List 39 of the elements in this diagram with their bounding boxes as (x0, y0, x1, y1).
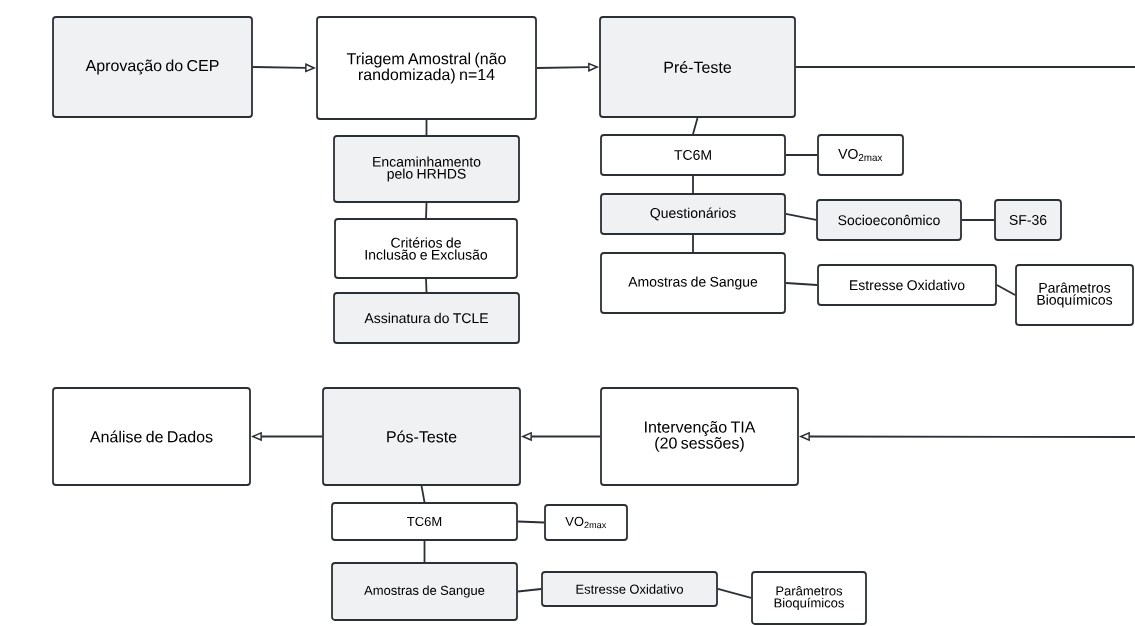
process-box: Parâmetros Bioquímicos (1015, 264, 1134, 326)
process-box: Estresse Oxidativo (817, 264, 997, 306)
process-box: SF-36 (994, 199, 1062, 241)
connector (785, 213, 817, 221)
process-box: Aprovação do CEP (52, 16, 253, 118)
connector (420, 485, 426, 503)
process-box: Socioeconômico (816, 199, 962, 241)
connector (692, 117, 699, 135)
connector (517, 520, 545, 524)
connector (425, 119, 428, 136)
process-box: Triagem Amostral (não randomizada) n=14 (316, 16, 537, 120)
connector (425, 202, 428, 219)
process-box: VO$_{2max}$ (817, 134, 904, 176)
connector (717, 588, 752, 599)
connector (692, 175, 694, 194)
process-box: Parâmetros Bioquímicos (751, 571, 867, 625)
process-box: Assinatura do TCLE (333, 292, 520, 344)
process-box: Pós-Teste (322, 387, 521, 486)
connector (517, 588, 542, 593)
process-box: VO$_{2max}$ (544, 504, 628, 541)
connector (961, 219, 995, 221)
process-box: Encaminhamento pelo HRHDS (333, 135, 520, 203)
process-box: Questionários (600, 193, 786, 235)
connector (795, 66, 1135, 68)
process-box: Pré-Teste (599, 16, 796, 118)
connector (423, 540, 426, 563)
process-box: Amostras de Sangue (331, 562, 518, 621)
connector (425, 278, 428, 293)
process-box: Amostras de Sangue (600, 252, 786, 314)
connector (785, 282, 818, 286)
process-box: Intervenção TIA (20 sessões) (600, 387, 799, 486)
process-box: TC6M (600, 134, 786, 176)
process-box: Análise de Dados (52, 387, 251, 486)
process-box: Critérios de Inclusão e Exclusão (334, 218, 518, 279)
connector (785, 154, 818, 156)
connector (692, 234, 694, 253)
process-box: TC6M (331, 502, 518, 541)
process-box: Estresse Oxidativo (541, 571, 718, 607)
connector (996, 284, 1016, 296)
